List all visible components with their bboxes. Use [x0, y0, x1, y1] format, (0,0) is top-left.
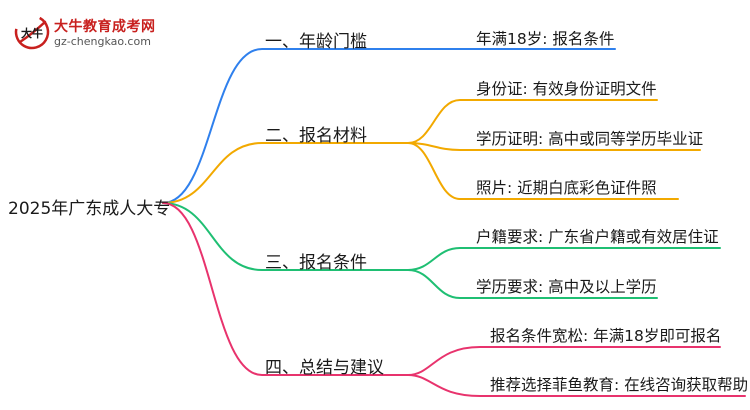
connector-root-branch-2: [162, 142, 409, 204]
leaf-recommendation: 推荐选择菲鱼教育: 在线咨询获取帮助: [490, 376, 749, 394]
connector-branch-2-leaf-1: [407, 99, 658, 144]
leaf-loose-conditions: 报名条件宽松: 年满18岁即可报名: [490, 327, 722, 345]
logo-url: gz-chengkao.com: [54, 35, 151, 48]
connector-root-branch-1: [162, 48, 409, 204]
connector-branch-4-leaf-2: [407, 374, 746, 397]
branch-application-materials: 二、报名材料: [265, 126, 367, 146]
connector-branch-3-leaf-2: [407, 269, 658, 299]
connector-branch-2-leaf-2: [407, 142, 701, 151]
connector-branch-3-leaf-1: [407, 247, 721, 271]
branch-summary-advice: 四、总结与建议: [265, 358, 384, 378]
leaf-age-requirement: 年满18岁: 报名条件: [476, 30, 615, 48]
leaf-id-card: 身份证: 有效身份证明文件: [476, 80, 657, 98]
connector-root-branch-4: [162, 202, 409, 376]
branch-age-threshold: 一、年龄门槛: [265, 32, 367, 52]
site-logo[interactable]: 大牛 大牛教育成考网 gz-chengkao.com: [12, 12, 155, 52]
leaf-residence-requirement: 户籍要求: 广东省户籍或有效居住证: [476, 228, 719, 246]
leaf-education-requirement: 学历要求: 高中及以上学历: [476, 278, 657, 296]
root-node: 2025年广东成人大专: [8, 199, 171, 219]
logo-mark-text: 大牛: [21, 26, 43, 40]
connector-branch-2-leaf-3: [407, 142, 679, 200]
leaf-education-certificate: 学历证明: 高中或同等学历毕业证: [476, 130, 704, 148]
logo-title: 大牛教育成考网: [54, 19, 156, 35]
logo-mark-icon: 大牛: [14, 14, 50, 50]
leaf-photo: 照片: 近期白底彩色证件照: [476, 179, 657, 197]
connector-root-branch-3: [162, 202, 409, 271]
branch-application-conditions: 三、报名条件: [265, 253, 367, 273]
connector-branch-4-leaf-1: [407, 346, 721, 376]
